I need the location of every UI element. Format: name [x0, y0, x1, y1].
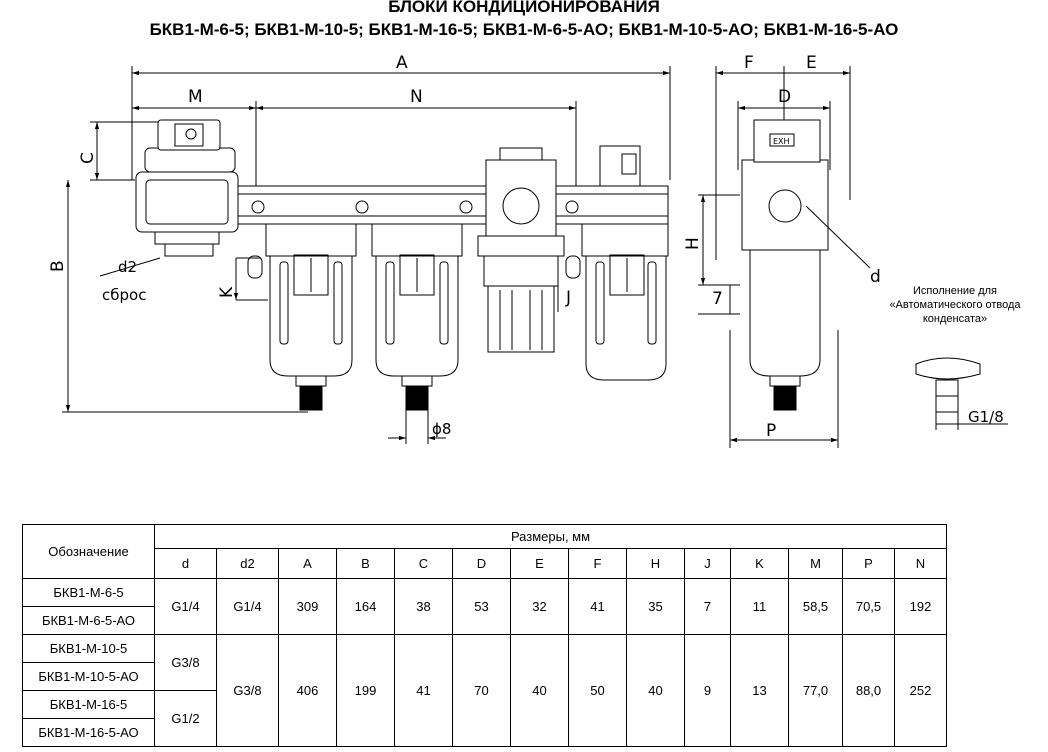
page-title: Блоки кондиционирования: [388, 0, 660, 16]
screw-4: [565, 200, 579, 214]
manifold-bar: [225, 185, 669, 225]
label-n: N: [410, 87, 423, 107]
model-cell: БКВ1-М-16-5-АО: [22, 718, 155, 747]
col-d2: d2: [216, 548, 279, 579]
cell-k: 13: [730, 634, 789, 747]
cell-c: 41: [394, 634, 453, 747]
screw-3: [459, 200, 473, 214]
filter-bowl-2: [375, 255, 459, 377]
col-f: F: [568, 548, 627, 579]
cell-f: 50: [568, 634, 627, 747]
lubricator-bowl: [585, 255, 667, 381]
model-cell: БКВ1-М-16-5: [22, 690, 155, 719]
label-h: H: [683, 237, 703, 250]
cell-c: 38: [394, 578, 453, 635]
col-k: K: [730, 548, 789, 579]
dimensions-table: Обозначение Размеры, мм d d2 A B C D E F…: [22, 524, 947, 747]
label-a: A: [396, 53, 408, 73]
filter-bowl-1: [269, 255, 353, 377]
designation-header: Обозначение: [22, 524, 155, 579]
label-d2: d2: [118, 258, 137, 276]
table-row: БКВ1-М-6-5 G1/4 G1/4 309 164 38 53 32 41…: [22, 578, 947, 635]
screw-1: [251, 200, 265, 214]
table-row: БКВ1-М-10-5 G3/8 G3/8 406 199 41 70 40 5…: [22, 634, 947, 747]
cell-d: G3/8: [154, 634, 217, 691]
cell-n: 192: [894, 578, 947, 635]
label-seven: 7: [712, 289, 723, 309]
model-cell: БКВ1-М-10-5-АО: [22, 662, 155, 691]
cell-j: 9: [684, 634, 731, 747]
side-body: [741, 159, 829, 251]
label-j: J: [565, 288, 571, 308]
col-p: P: [842, 548, 895, 579]
table-row: БКВ1-М-16-5-АО: [22, 718, 947, 747]
cell-dd: 53: [452, 578, 511, 635]
side-drain: [773, 385, 797, 411]
cell-m: 77,0: [788, 634, 843, 747]
cell-d: G1/4: [154, 578, 217, 635]
cell-p: 88,0: [842, 634, 895, 747]
label-d: d: [870, 267, 881, 287]
col-b: B: [336, 548, 395, 579]
label-g18: G1/8: [968, 408, 1004, 426]
col-a: A: [278, 548, 337, 579]
col-c: C: [394, 548, 453, 579]
col-d: d: [154, 548, 217, 579]
model-cell: БКВ1-М-6-5-АО: [22, 606, 155, 635]
screw-2: [355, 200, 369, 214]
table-row: БКВ1-М-10-5-АО: [22, 662, 947, 691]
label-m: M: [188, 87, 203, 107]
model-cell: БКВ1-М-10-5: [22, 634, 155, 663]
label-k: K: [217, 286, 237, 298]
cell-n: 252: [894, 634, 947, 747]
table-row: БКВ1-М-16-5 G1/2: [22, 690, 947, 747]
col-dd: D: [452, 548, 511, 579]
label-c: C: [78, 152, 98, 164]
label-b: B: [48, 260, 68, 272]
cell-d: G1/2: [154, 690, 217, 747]
label-e: E: [806, 53, 817, 73]
cell-a: 406: [278, 634, 337, 747]
cell-j: 7: [684, 578, 731, 635]
cell-p: 70,5: [842, 578, 895, 635]
drain-2: [405, 385, 429, 411]
model-list-title: БКВ1-М-6-5; БКВ1-М-10-5; БКВ1-М-16-5; БК…: [149, 20, 899, 39]
cell-b: 164: [336, 578, 395, 635]
cell-h: 35: [626, 578, 685, 635]
label-d-dim: D: [778, 87, 791, 107]
cell-m: 58,5: [788, 578, 843, 635]
col-n: N: [894, 548, 947, 579]
cell-k: 11: [730, 578, 789, 635]
drain-1: [299, 385, 323, 411]
technical-drawing: A M N C B K J d2 сброс ϕ8 F E D H 7 P d …: [48, 53, 1008, 448]
cell-d2: G3/8: [216, 634, 279, 747]
label-f: F: [744, 53, 754, 73]
col-j: J: [684, 548, 731, 579]
cell-e: 40: [510, 634, 569, 747]
regulator-body: [485, 159, 557, 237]
cell-d2: G1/4: [216, 578, 279, 635]
ao-note: Исполнение для «Автоматического отвода к…: [889, 285, 1021, 325]
label-phi8: ϕ8: [432, 420, 451, 438]
ao-drain-detail: [915, 357, 981, 380]
cell-a: 309: [278, 578, 337, 635]
col-m: M: [788, 548, 843, 579]
cell-dd: 70: [452, 634, 511, 747]
sizes-header: Размеры, мм: [154, 524, 947, 549]
cell-e: 32: [510, 578, 569, 635]
col-e: E: [510, 548, 569, 579]
label-p: P: [766, 421, 776, 441]
cell-b: 199: [336, 634, 395, 747]
cell-h: 40: [626, 634, 685, 747]
cell-f: 41: [568, 578, 627, 635]
label-exh: EXH: [773, 137, 790, 146]
col-h: H: [626, 548, 685, 579]
label-sbros: сброс: [102, 286, 146, 304]
model-cell: БКВ1-М-6-5: [22, 578, 155, 607]
